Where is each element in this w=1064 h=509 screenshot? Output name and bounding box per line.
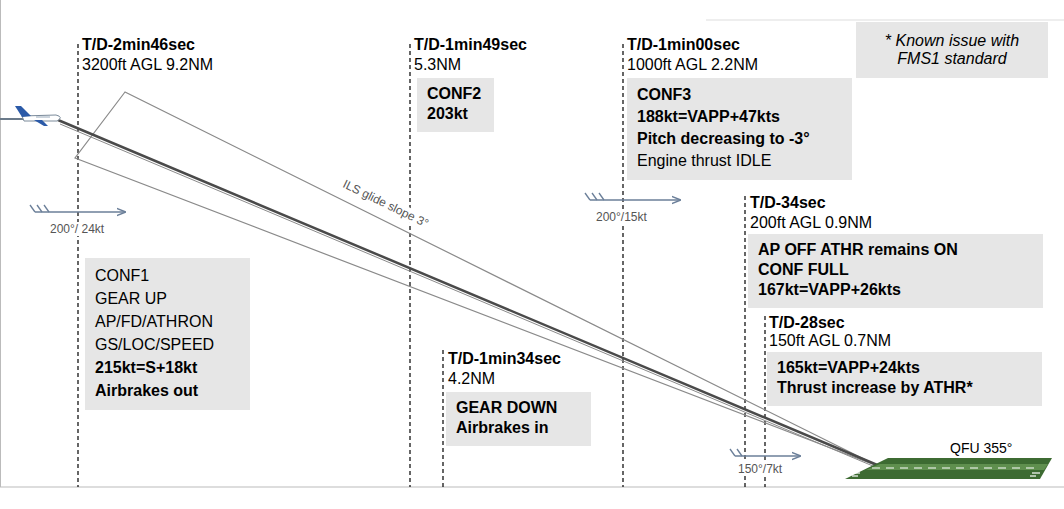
time-marker: T/D-1min34sec — [448, 350, 561, 368]
note-box: * Known issue with FMS1 standard — [856, 22, 1048, 78]
box-text: Airbrakes out — [95, 379, 240, 402]
config-box: 165kt=VAPP+24ktsThrust increase by ATHR* — [767, 352, 1042, 406]
runway — [845, 458, 1052, 479]
box-text: Engine thrust IDLE — [637, 150, 842, 172]
box-text: * Known issue with FMS1 standard — [866, 32, 1038, 68]
box-text: AP/FD/ATHRON — [95, 310, 240, 333]
time-marker: T/D-2min46sec — [82, 36, 195, 54]
box-text: 203kt — [427, 104, 484, 124]
wind-arrow — [30, 193, 800, 456]
box-text: CONF1 — [95, 264, 240, 287]
box-text: 165kt=VAPP+24kts — [777, 358, 1032, 378]
altitude-distance: 3200ft AGL 9.2NM — [82, 56, 213, 74]
altitude-distance: 4.2NM — [448, 370, 495, 388]
config-box: CONF1GEAR UPAP/FD/ATHRONGS/LOC/SPEED215k… — [85, 258, 250, 410]
wind-label: 150°/7kt — [736, 462, 784, 476]
box-text: GEAR DOWN — [456, 398, 581, 418]
box-text: 167kt=VAPP+26kts — [758, 280, 1033, 300]
config-box: CONF2203kt — [417, 78, 494, 132]
frame-line — [706, 20, 1064, 21]
time-marker: T/D-34sec — [750, 194, 826, 212]
config-box: AP OFF ATHR remains ONCONF FULL167kt=VAP… — [748, 234, 1043, 308]
box-text: Thrust increase by ATHR* — [777, 378, 1032, 398]
box-text: GEAR UP — [95, 287, 240, 310]
box-text: GS/LOC/SPEED — [95, 333, 240, 356]
frame-line — [0, 487, 1064, 488]
frame-line — [0, 0, 1, 487]
flight-path — [0, 118, 24, 120]
time-marker: T/D-1min49sec — [414, 36, 527, 54]
runway-heading: QFU 355° — [950, 440, 1012, 456]
box-text: CONF2 — [427, 84, 484, 104]
box-text: CONF FULL — [758, 260, 1033, 280]
time-marker: T/D-28sec — [769, 314, 845, 332]
altitude-distance: 200ft AGL 0.9NM — [750, 214, 872, 232]
config-box: GEAR DOWNAirbrakes in — [446, 392, 591, 446]
box-text: Pitch decreasing to -3° — [637, 128, 842, 150]
time-marker: T/D-1min00sec — [627, 36, 740, 54]
altitude-distance: 5.3NM — [414, 56, 461, 74]
box-text: Airbrakes in — [456, 418, 581, 438]
wind-label: 200°/ 24kt — [48, 222, 106, 236]
config-box: CONF3188kt=VAPP+47ktsPitch decreasing to… — [627, 78, 852, 180]
box-text: CONF3 — [637, 84, 842, 106]
glide-slope-label: ILS glide slope 3° — [339, 176, 433, 231]
altitude-distance: 150ft AGL 0.7NM — [769, 332, 891, 350]
box-text: AP OFF ATHR remains ON — [758, 240, 1033, 260]
aircraft — [15, 106, 60, 126]
box-text: 215kt=S+18kt — [95, 356, 240, 379]
box-text: 188kt=VAPP+47kts — [637, 106, 842, 128]
altitude-distance: 1000ft AGL 2.2NM — [627, 56, 758, 74]
wind-label: 200°/15kt — [594, 210, 649, 224]
